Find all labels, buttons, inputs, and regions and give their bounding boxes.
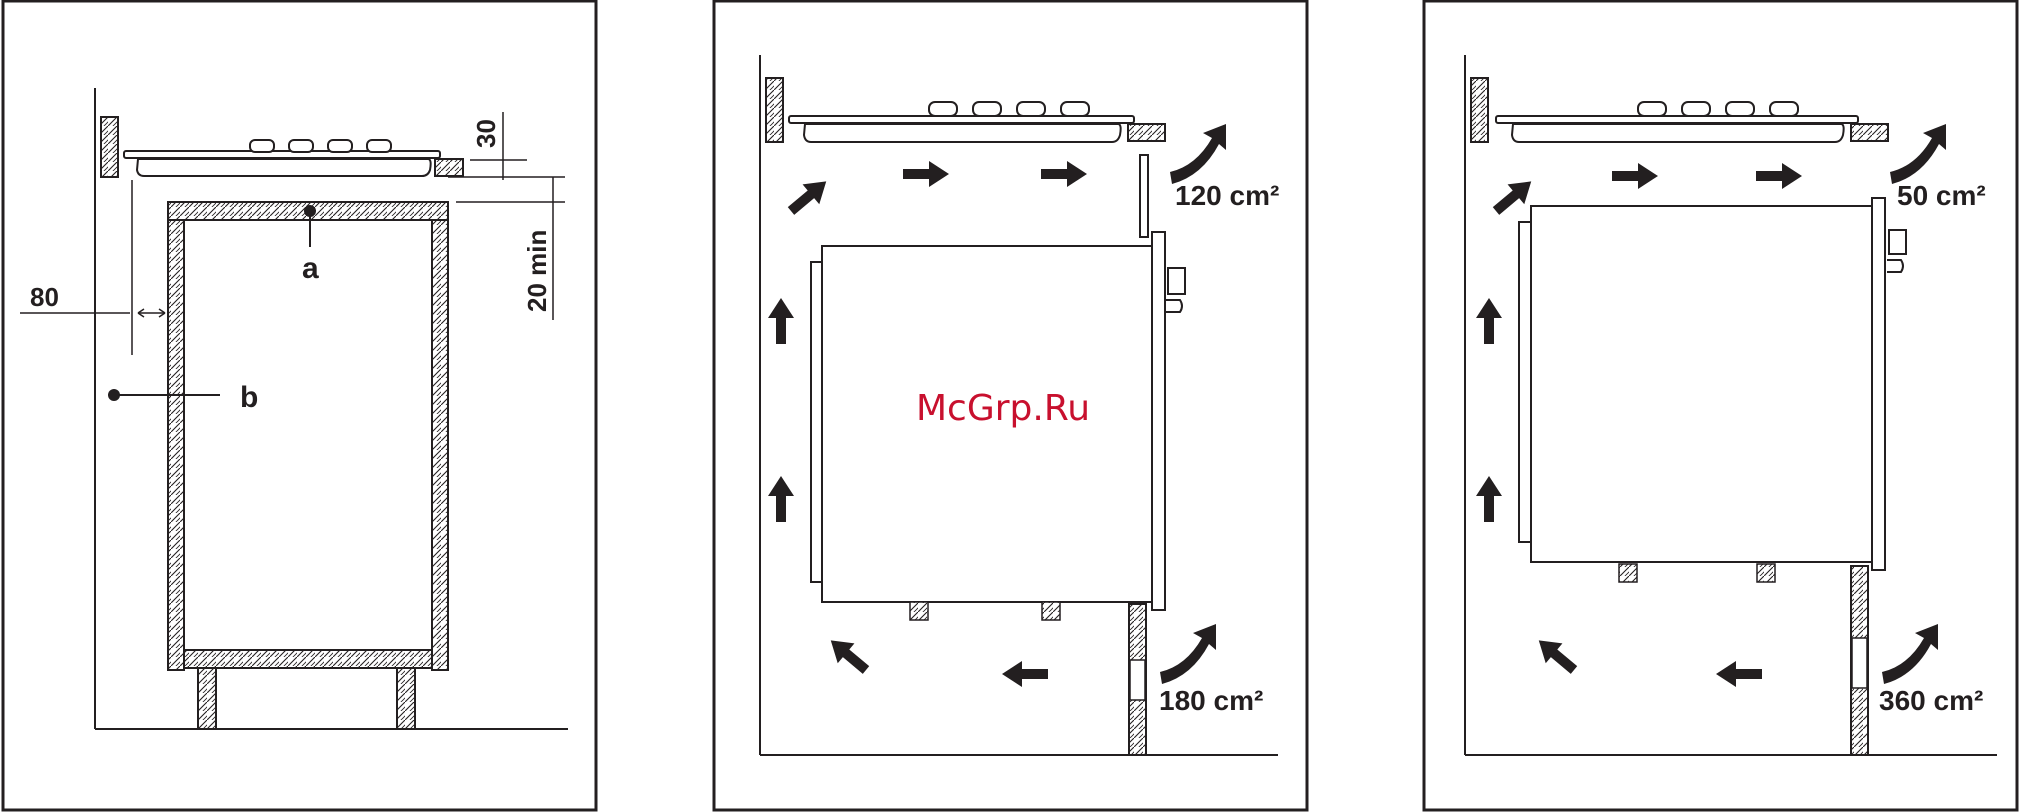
dim-80-label: 80 xyxy=(30,282,59,312)
plinth-vent xyxy=(1129,604,1146,755)
top-vent-area-label: 120 cm² xyxy=(1175,180,1279,211)
worktop-wall-piece xyxy=(101,117,118,177)
panel-1-cabinet-clearances: 80 30 20 min a b xyxy=(3,1,596,810)
dim-20min-label: 20 min xyxy=(522,230,552,312)
oven-icon xyxy=(1519,198,1906,582)
worktop-piece-right xyxy=(1851,124,1888,141)
hob-icon xyxy=(124,140,440,176)
worktop-piece-right xyxy=(435,159,463,176)
bottom-vent-area-label: 180 cm² xyxy=(1159,685,1263,716)
hob-icon xyxy=(789,102,1134,142)
panel-1-frame xyxy=(3,1,596,810)
worktop-piece-right xyxy=(1128,124,1165,141)
top-vent-area-label: 50 cm² xyxy=(1897,180,1986,211)
plinth-vent xyxy=(1851,566,1868,755)
side-panel-upper xyxy=(1140,155,1148,237)
bottom-vent-area-label: 360 cm² xyxy=(1879,685,1983,716)
worktop-wall-piece xyxy=(1471,78,1488,142)
hob-icon xyxy=(1496,102,1858,142)
label-b: b xyxy=(240,381,258,414)
dim-30-label: 30 xyxy=(471,119,501,148)
panel-3-ventilation-50-360: 50 cm² 360 cm² xyxy=(1424,1,2017,810)
watermark-text: McGrp.Ru xyxy=(916,388,1090,429)
label-a: a xyxy=(302,252,319,285)
worktop-wall-piece xyxy=(766,78,783,142)
